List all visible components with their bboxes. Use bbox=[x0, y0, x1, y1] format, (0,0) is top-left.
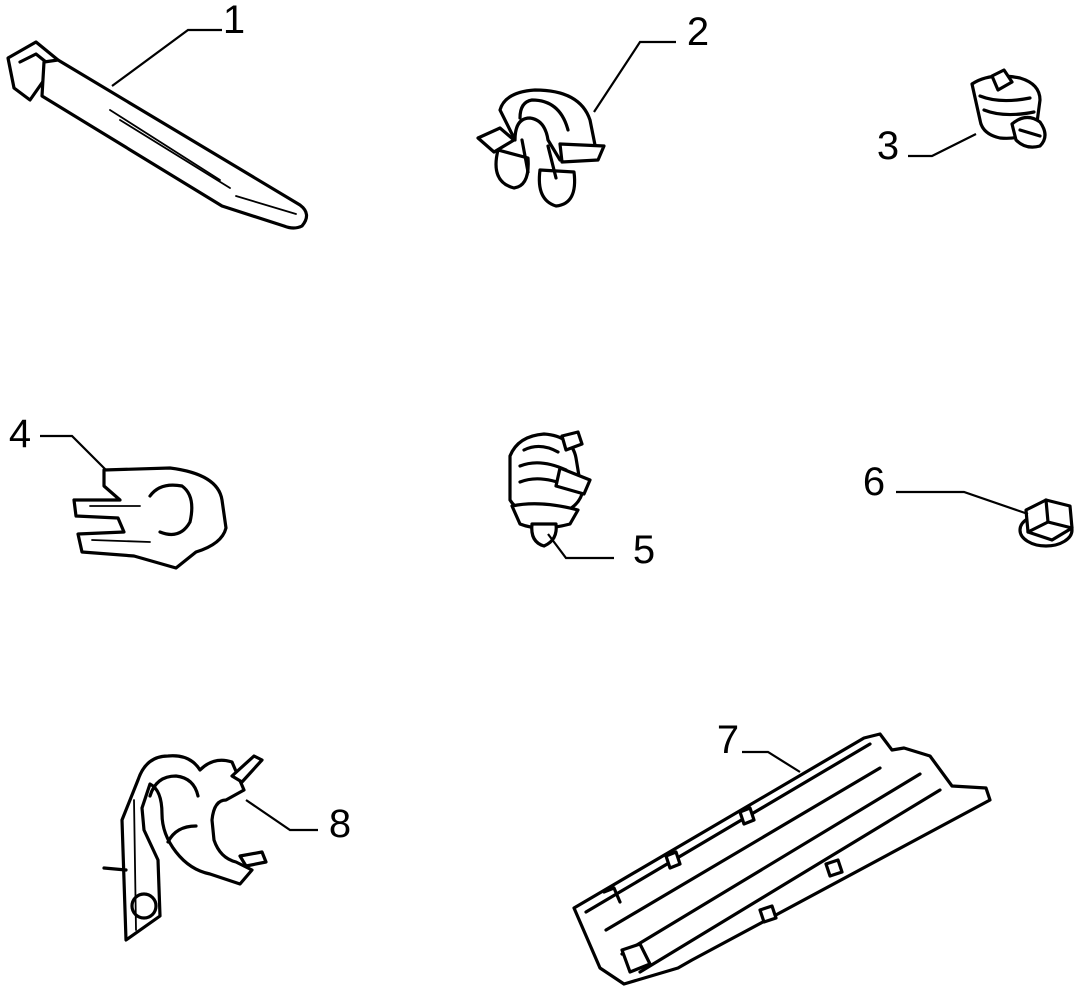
callout-8: 8 bbox=[328, 802, 352, 846]
callout-7: 7 bbox=[716, 718, 740, 762]
callout-3: 3 bbox=[876, 124, 900, 168]
callout-1: 1 bbox=[222, 0, 246, 42]
leader-1 bbox=[111, 28, 222, 87]
leader-3 bbox=[908, 133, 977, 158]
callout-5: 5 bbox=[632, 528, 656, 572]
part-3-hose-clamp bbox=[970, 68, 1047, 149]
part-4-spring-clip bbox=[72, 466, 228, 570]
part-7-cable-channel bbox=[572, 732, 992, 986]
callout-4: 4 bbox=[8, 412, 32, 456]
part-2-pipe-clip bbox=[476, 88, 606, 208]
part-8-bracket-clip bbox=[102, 754, 268, 942]
callout-2: 2 bbox=[686, 10, 710, 54]
leader-5 bbox=[547, 533, 614, 560]
callout-6: 6 bbox=[862, 460, 886, 504]
leader-6 bbox=[896, 490, 1029, 516]
leader-7 bbox=[742, 750, 801, 773]
leader-2 bbox=[593, 40, 676, 113]
leader-4 bbox=[40, 434, 107, 471]
part-6-cap-nut bbox=[1018, 498, 1074, 548]
part-5-push-in-clip bbox=[508, 430, 592, 548]
part-1-cable-tie bbox=[6, 40, 309, 230]
leader-8 bbox=[245, 799, 318, 832]
